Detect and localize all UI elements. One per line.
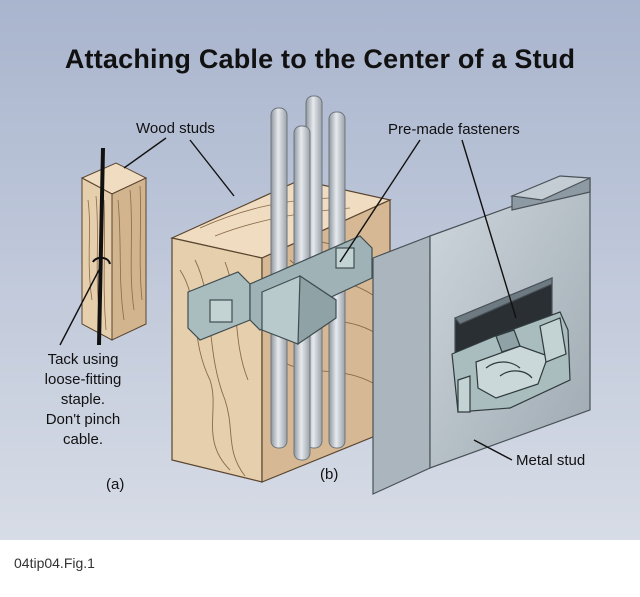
staple-note-line: Tack using — [47, 351, 119, 368]
staple-note-line: cable. — [62, 431, 104, 448]
staple-note-line: loose-fitting — [44, 371, 122, 388]
wood-studs-label: Wood studs — [136, 120, 215, 137]
small-wood-stud — [80, 162, 148, 341]
metal-stud-label: Metal stud — [516, 452, 586, 469]
staple-note-line: Don't pinch — [45, 411, 121, 428]
leader-fastener-metal — [461, 139, 517, 319]
staple-note-line: staple. — [60, 391, 106, 408]
staple-note: Tack using loose-fitting staple. Don't p… — [28, 350, 138, 450]
diagram-title: Attaching Cable to the Center of a Stud — [64, 44, 576, 74]
leader-wood-large — [189, 139, 235, 197]
leader-lines — [59, 137, 517, 461]
leader-wood-small — [123, 137, 167, 169]
leader-fastener-wood — [339, 139, 421, 263]
part-a-label: (a) — [106, 476, 125, 493]
staple-a — [92, 256, 111, 265]
figure-caption: 04tip04.Fig.1 — [14, 555, 95, 571]
leader-note — [59, 267, 101, 346]
fastener-metal — [451, 311, 571, 413]
caption-strip — [0, 540, 640, 597]
part-b-label: (b) — [320, 466, 339, 483]
leader-metal-stud — [473, 439, 513, 461]
premade-fasteners-label: Pre-made fasteners — [388, 121, 520, 138]
cable-a — [97, 147, 105, 346]
